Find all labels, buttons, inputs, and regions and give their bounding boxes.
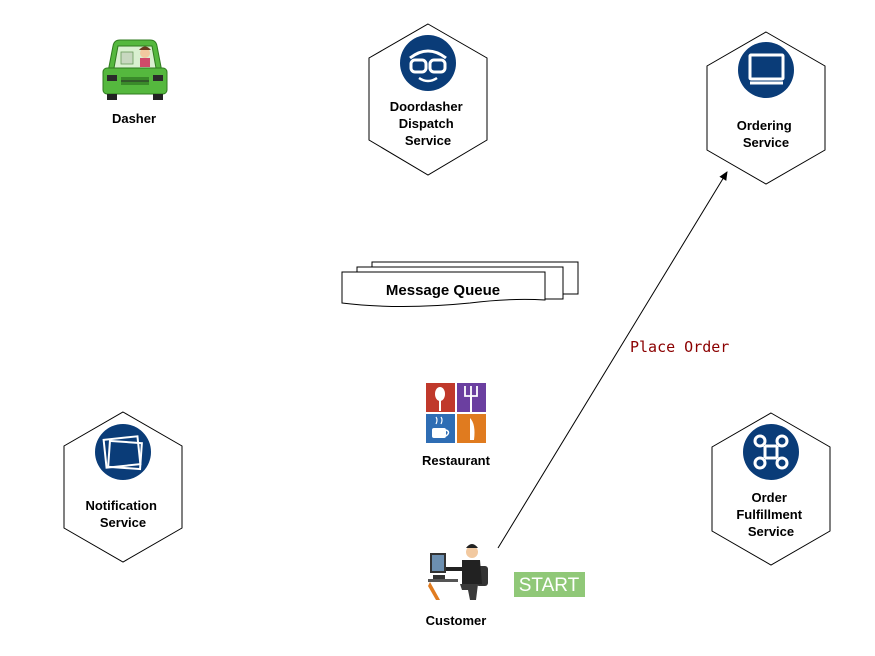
restaurant-logo-icon <box>426 383 486 443</box>
message-queue-node[interactable]: Message Queue <box>341 261 579 307</box>
ordering-service-label: Ordering Service <box>737 118 796 150</box>
car-icon <box>102 39 168 100</box>
customer-node[interactable]: Customer <box>426 544 488 628</box>
ordering-service-node[interactable]: Ordering Service <box>706 31 826 185</box>
dasher-node[interactable]: Dasher <box>102 39 168 126</box>
notification-icon <box>95 424 151 480</box>
message-queue-label: Message Queue <box>386 282 500 299</box>
command-icon <box>743 424 799 480</box>
edge-place-order-label: Place Order <box>630 338 729 356</box>
notification-service-node[interactable]: Notification Service <box>63 411 183 563</box>
goggles-icon <box>400 35 456 91</box>
dasher-label: Dasher <box>112 111 156 126</box>
start-badge[interactable]: START <box>514 572 585 597</box>
monitor-icon <box>738 42 794 98</box>
dispatch-service-node[interactable]: Doordasher Dispatch Service <box>368 23 488 176</box>
fulfillment-service-label: Order Fulfillment Service <box>736 490 805 539</box>
start-badge-label: START <box>519 575 580 596</box>
customer-label: Customer <box>426 613 487 628</box>
person-at-computer-icon <box>428 544 488 600</box>
notification-service-label: Notification Service <box>85 498 160 530</box>
edge-place-order[interactable]: Place Order <box>497 171 729 549</box>
restaurant-label: Restaurant <box>422 453 491 468</box>
restaurant-node[interactable]: Restaurant <box>422 383 491 468</box>
fulfillment-service-node[interactable]: Order Fulfillment Service <box>711 412 831 566</box>
dispatch-service-label: Doordasher Dispatch Service <box>390 99 467 148</box>
